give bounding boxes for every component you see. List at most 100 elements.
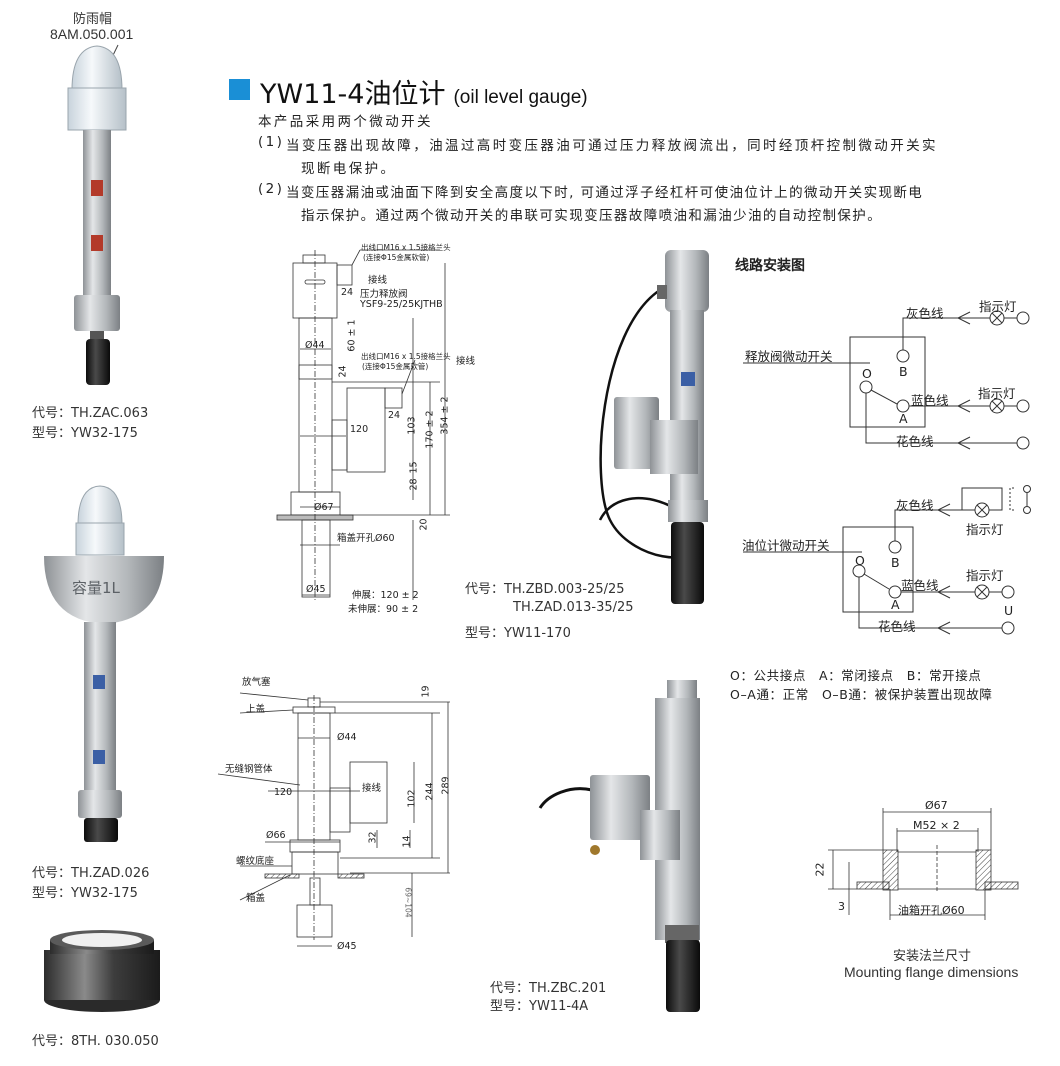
w2-u: U [1004,603,1014,618]
d2-dim-14: 14 [401,835,413,848]
d1-retracted: 未伸展：90 ± 2 [348,604,419,615]
item-2-line-2: 指示保护。通过两个微动开关的串联可实现变压器故障喷油和漏油少油的自动控制保护。 [301,208,883,224]
w1-switch: 释放阀微动开关 [745,349,833,364]
product-2-code: 代号：TH.ZAD.026 [32,866,150,881]
w2-blue: 蓝色线 [901,578,939,593]
flange-dim-22: 22 [813,862,827,877]
flange-hole: 油箱开孔Ø60 [898,904,965,917]
product-photo-threaded-ring [44,930,160,1012]
d1-dim-60: 60 ± 1 [346,319,358,352]
flange-drawing [828,808,1019,920]
w2-grey: 灰色线 [896,498,934,513]
d1-dim-67: Ø67 [314,502,334,513]
product-photo-yw11-4a [538,680,700,1012]
item-1-line-1: 当变压器出现故障，油温过高时变压器油可通过压力释放阀流出，同时经顶杆控制微动开关… [286,138,938,154]
flange-caption-cn: 安装法兰尺寸 [893,949,972,964]
w2-b: B [891,555,900,570]
d1-valve-model: YSF9-25/25KJTHB [360,299,443,310]
d2-dim-66: Ø66 [266,830,286,841]
d1-outlet-2b: (连接Φ15金属软管) [362,362,429,371]
d2-top-cover: 上盖 [246,704,266,715]
d2-tube: 无缝钢管体 [225,764,273,775]
d1-dim-24c: 24 [388,410,401,421]
product-4-code-2: TH.ZAD.013-35/25 [513,600,634,615]
product-5-code: 代号：TH.ZBC.201 [490,981,607,996]
flange-caption-en: Mounting flange dimensions [844,964,1019,980]
d1-outlet-2: 出线口M16 x 1.5接格兰头 [361,352,451,361]
item-1-num: (1) [258,134,285,150]
d1-hole: 箱盖开孔Ø60 [337,533,395,544]
product-4-model: 型号：YW11-170 [465,626,571,641]
d1-dim-170: 170 ± 2 [424,410,436,449]
dimension-drawing-yw11-170 [276,249,450,600]
d2-vent-plug: 放气塞 [242,677,271,688]
d2-dim-44: Ø44 [337,732,357,743]
d2-dim-32: 32 [367,831,379,844]
d1-extended: 伸展：120 ± 2 [352,590,419,601]
d1-dim-354: 354 ± 2 [439,396,451,435]
w2-lamp-1: 指示灯 [966,522,1004,537]
d2-dim-45: Ø45 [337,941,357,952]
wiring-diagram-oil-gauge [743,485,1031,635]
dimension-drawing-yw11-4a [217,692,450,947]
w2-lamp-2: 指示灯 [966,568,1004,583]
w2-switch: 油位计微动开关 [742,538,830,553]
rain-cap-code: 8AM.050.001 [50,26,134,42]
d2-base: 螺纹底座 [236,856,275,867]
d1-dim-120: 120 [350,424,369,435]
intro-text: 本产品采用两个微动开关 [258,114,433,130]
flange-dim-3: 3 [838,900,845,913]
d1-dim-45: Ø45 [306,584,326,595]
d2-dim-289: 289 [440,776,452,795]
product-4-code: 代号：TH.ZBD.003-25/25 [465,582,625,597]
d1-outlet-1: 出线口M16 x 1.5接格兰头 [361,243,451,252]
w2-o: O [855,553,865,568]
w2-a: A [891,597,900,612]
wiring-title: 线路安装图 [735,258,805,274]
d1-dim-24a: 24 [341,287,354,298]
w1-grey: 灰色线 [906,306,944,321]
wiring-legend-2: O–A通：正常 O–B通：被保护装置出现故障 [730,687,993,702]
w1-blue: 蓝色线 [911,393,949,408]
d2-cover: 箱盖 [246,893,266,904]
d2-dim-244: 244 [424,782,436,801]
d2-range: 69~104 [403,887,413,918]
title-en: (oil level gauge) [453,87,588,108]
d1-dim-15: 15 [408,461,420,474]
w1-o: O [862,366,872,381]
flange-thread: M52 × 2 [913,819,960,832]
flange-dim-67: Ø67 [925,799,948,812]
wiring-diagram-relief-valve [743,310,1030,450]
d1-dim-44: Ø44 [305,340,325,351]
d1-outlet-1b: (连接Φ15金属软管) [363,253,430,262]
w1-a: A [899,411,908,426]
item-2-num: (2) [258,181,285,197]
product-1-code: 代号：TH.ZAC.063 [32,406,149,421]
title-cn: YW11-4油位计 [260,79,446,110]
item-2-line-1: 当变压器漏油或油面下降到安全高度以下时, 可通过浮子经杠杆可使油位计上的微动开关… [286,185,924,201]
item-1-line-2: 现断电保护。 [301,161,397,177]
d2-dim-102: 102 [406,789,418,808]
d1-valve: 压力释放阀 [360,289,408,300]
w1-lamp-2: 指示灯 [978,386,1016,401]
product-photo-rain-cap-gauge [67,44,127,385]
w1-flower: 花色线 [896,434,934,449]
d1-wiring: 接线 [368,275,388,286]
d2-wiring: 接线 [362,783,382,794]
rain-cap-label: 防雨帽 [73,12,113,27]
product-2-model: 型号：YW32-175 [32,886,138,901]
w2-flower: 花色线 [878,619,916,634]
w1-b: B [899,364,908,379]
product-photo-1l-bowl-gauge [44,485,164,842]
d1-dim-103: 103 [406,416,418,435]
product-5-model: 型号：YW11-4A [490,999,589,1014]
title-accent-square [229,79,250,100]
w1-lamp-1: 指示灯 [979,299,1017,314]
d1-dim-20: 20 [418,518,430,531]
capacity-label: 容量1L [72,579,120,597]
d1-dim-28: 28 [408,478,420,491]
wiring-legend-1: O：公共接点 A：常闭接点 B：常开接点 [730,668,982,683]
d2-dim-120: 120 [274,787,293,798]
d1-dim-24b: 24 [337,365,349,378]
